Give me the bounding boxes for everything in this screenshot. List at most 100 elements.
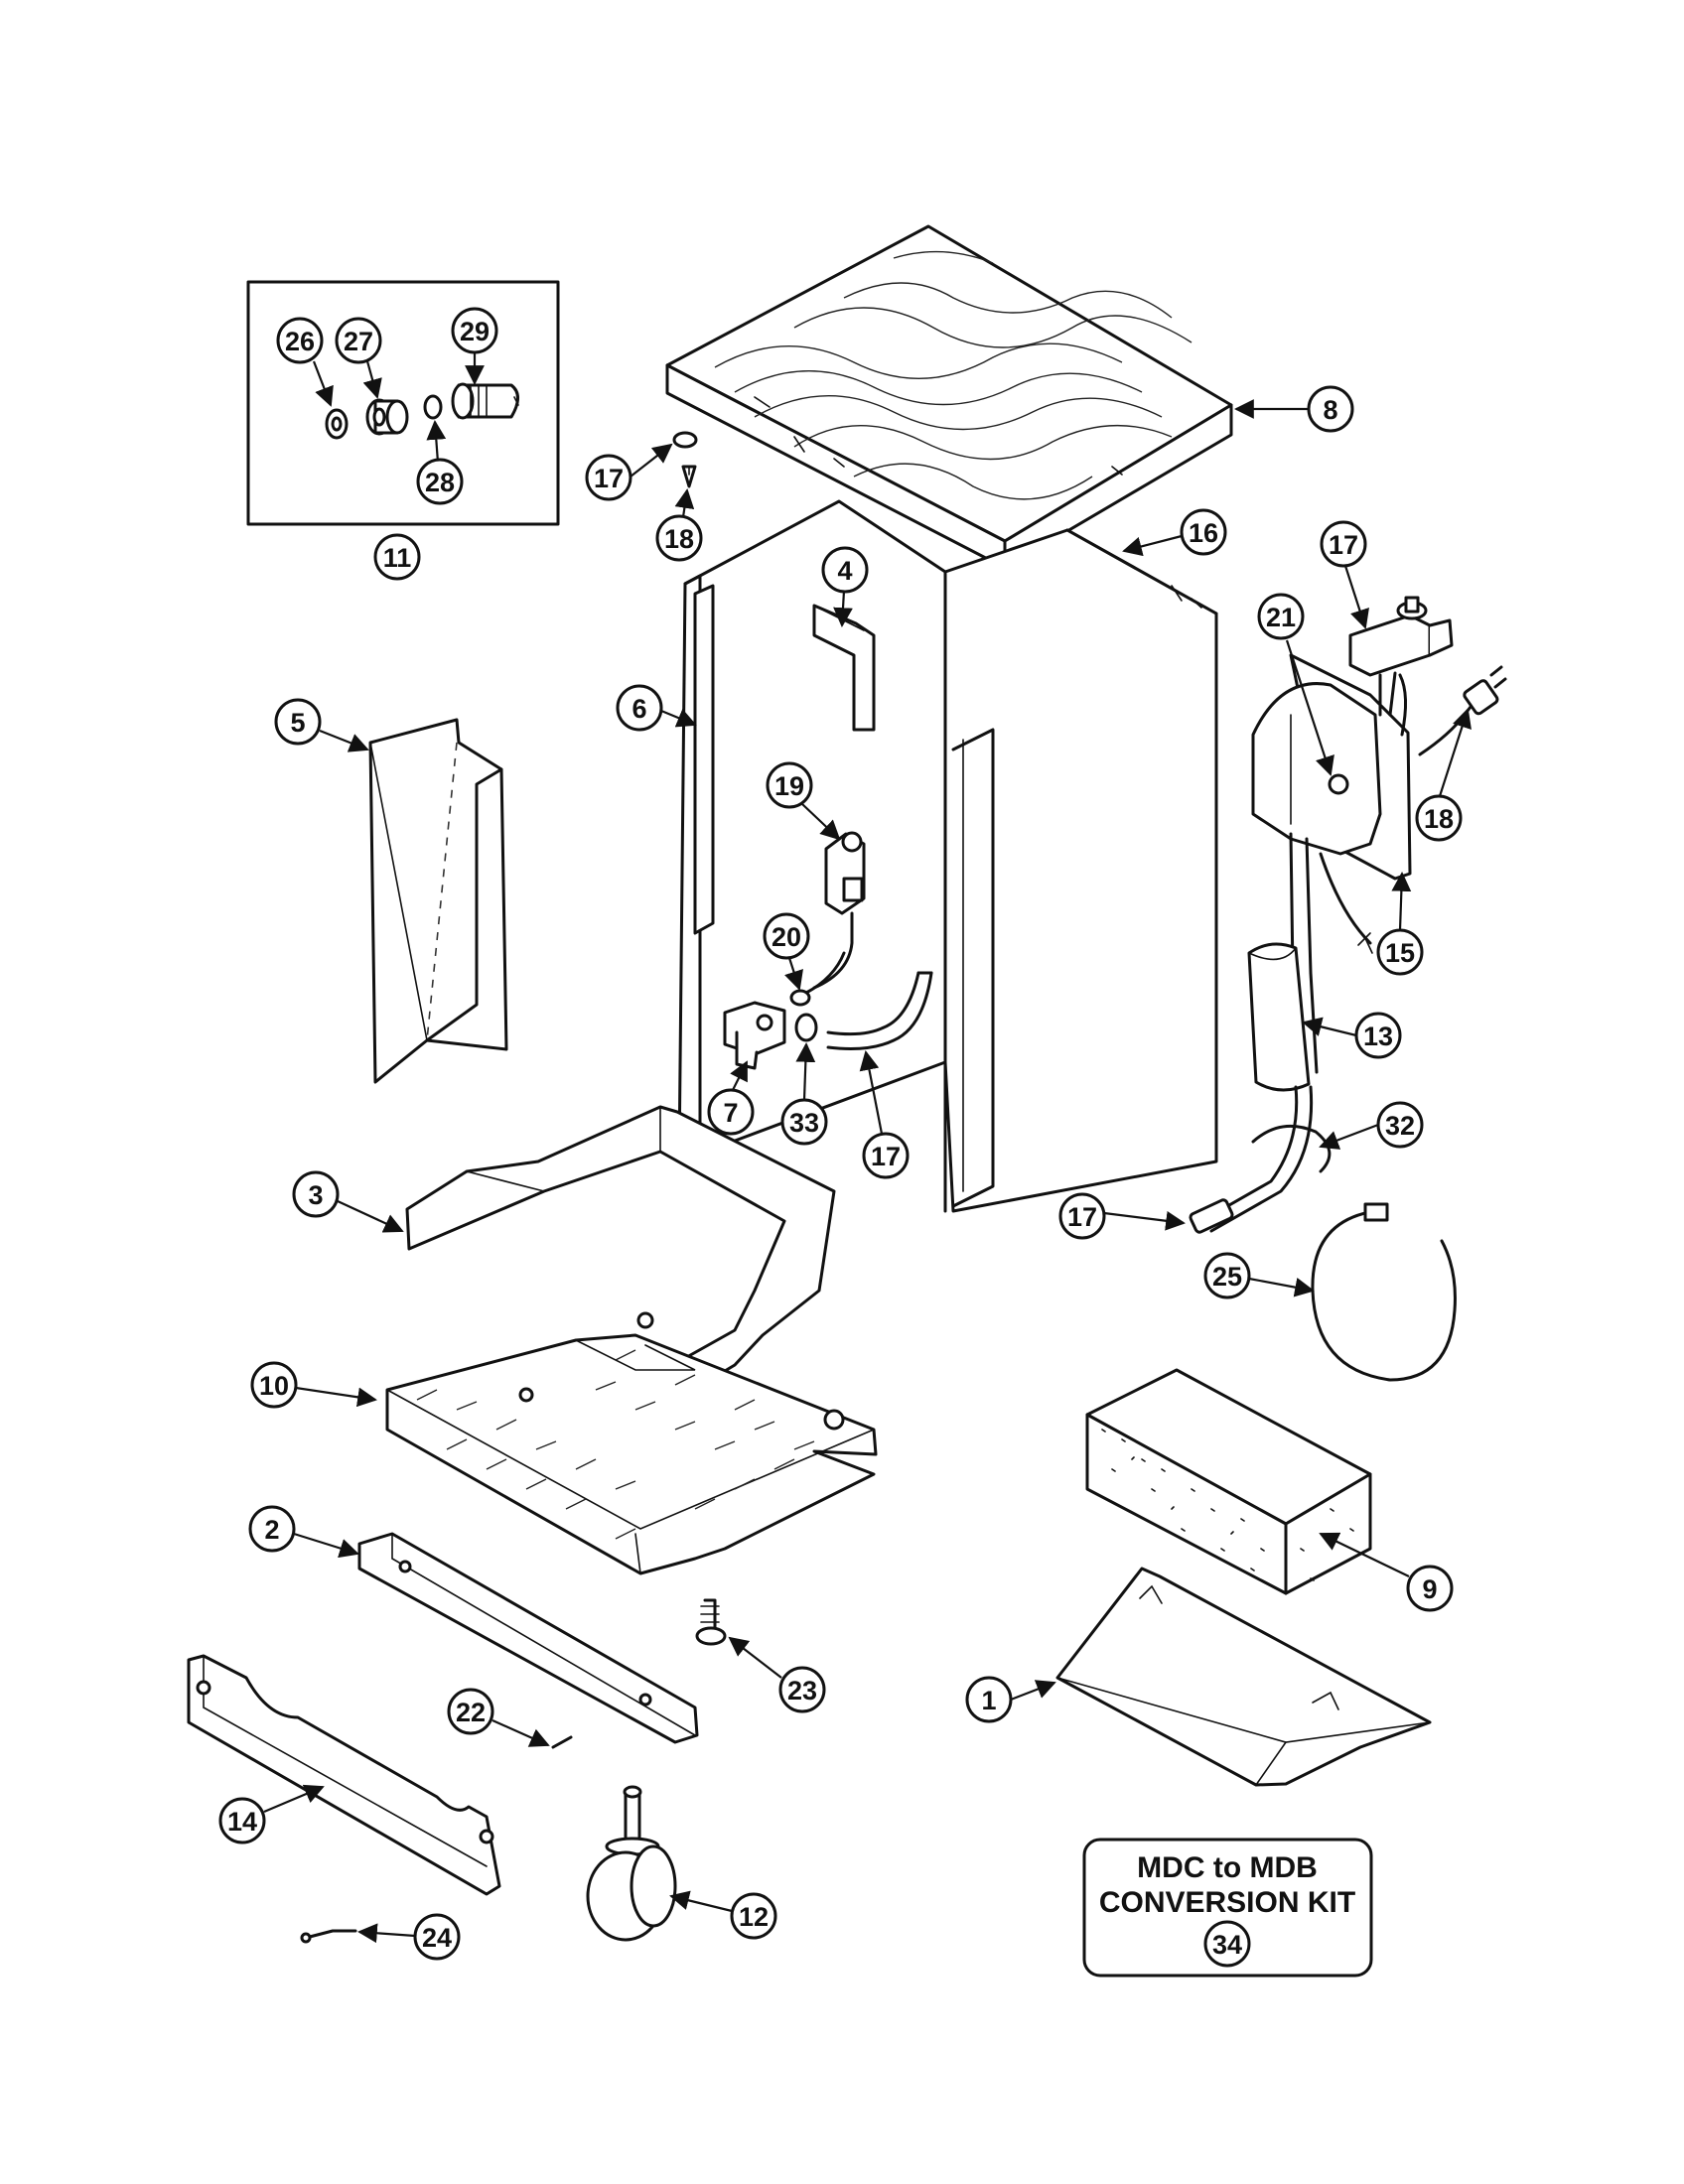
callout-18[interactable]: 18 [1415,708,1472,842]
part-22-fitting [789,989,811,1007]
part-14-toekick [187,1654,501,1896]
svg-text:14: 14 [227,1807,257,1837]
part-7-valve [723,1001,786,1070]
callout-20[interactable]: 18 [655,488,703,562]
kit-line-1: MDC to MDB [1137,1851,1318,1884]
part-8-top [665,224,1233,570]
svg-text:10: 10 [259,1371,289,1401]
callout-27[interactable]: 25 [1203,1252,1315,1299]
svg-text:24: 24 [422,1923,452,1953]
callout-22[interactable]: 20 [763,912,810,991]
part-24-screw [551,1735,573,1749]
callout-8[interactable]: 8 [1234,385,1354,433]
callout-15[interactable]: 15 [1376,872,1424,976]
kit-line-2: CONVERSION KIT [1099,1886,1355,1919]
callout-13[interactable]: 13 [1302,1012,1402,1059]
svg-text:21: 21 [1266,603,1296,632]
callout-31[interactable]: 29 [451,307,498,385]
part-16-cabinet [677,499,1218,1213]
part-12-caster [586,1785,677,1942]
callout-28[interactable]: 26 [276,317,334,407]
callout-3[interactable]: 3 [292,1170,404,1233]
svg-text:19: 19 [774,771,804,801]
part-4-bracket [812,604,876,732]
svg-text:9: 9 [1422,1574,1437,1604]
part-17-valve-upper [1348,596,1454,677]
svg-text:4: 4 [837,556,852,586]
svg-text:17: 17 [1067,1202,1097,1232]
callout-5[interactable]: 5 [274,698,369,752]
callout-17-lower[interactable]: 17 [1058,1192,1186,1240]
callout-33[interactable]: 33 [780,1042,828,1146]
part-25-screw [695,1598,727,1646]
callout-21[interactable]: 19 [766,761,841,841]
part-23-button [1328,773,1349,795]
svg-text:18: 18 [664,524,694,554]
svg-text:32: 32 [1385,1111,1415,1141]
svg-text:22: 22 [456,1698,486,1727]
part-18-plug [1418,665,1507,756]
part-33-washer [794,1013,818,1042]
svg-text:2: 2 [264,1515,279,1545]
callout-26[interactable]: 24 [357,1913,461,1961]
svg-text:6: 6 [632,694,646,724]
part-21-switch [824,831,866,915]
callout-7[interactable]: 7 [707,1060,755,1136]
callout-14[interactable]: 14 [218,1784,325,1844]
svg-text:3: 3 [308,1180,323,1210]
svg-text:29: 29 [460,317,490,346]
callout-11[interactable]: 11 [373,533,421,581]
svg-text:15: 15 [1385,938,1415,968]
callout-2[interactable]: 2 [248,1505,359,1559]
svg-text:18: 18 [1424,804,1454,834]
callout-10[interactable]: 10 [250,1361,377,1409]
callout-29[interactable]: 27 [335,317,382,399]
callout-1[interactable]: 1 [965,1676,1056,1723]
part-19-cap [672,431,698,449]
svg-text:8: 8 [1323,395,1337,425]
svg-text:13: 13 [1363,1022,1393,1051]
svg-text:1: 1 [981,1686,996,1715]
callout-9[interactable]: 9 [1319,1532,1454,1612]
svg-text:27: 27 [344,327,373,356]
part-9-foam [1085,1368,1372,1595]
callout-23[interactable]: 21 [1257,593,1334,776]
part-6-rail [693,584,715,935]
part-27-tie [1311,1202,1457,1382]
callout-16[interactable]: 16 [1122,508,1227,557]
part-30-washer [423,394,443,420]
part-5-panel [368,718,508,1084]
callout-24[interactable]: 22 [447,1688,550,1747]
part-32-clamp [1251,1124,1332,1173]
callout-17-upper[interactable]: 17 [1320,520,1369,629]
callout-12[interactable]: 12 [669,1890,777,1940]
electrical-assembly [1189,596,1507,1234]
part-1-tray [1055,1567,1432,1787]
part-13-sleeve [1247,942,1311,1092]
kit-callout: 34 [1212,1930,1242,1960]
svg-text:17: 17 [871,1142,901,1171]
part-2-rail [357,1532,699,1744]
callout-19[interactable]: 17 [585,443,673,501]
svg-text:33: 33 [789,1108,819,1138]
part-20-screw [681,465,697,488]
part-26-clip [304,1929,357,1940]
callout-32[interactable]: 32 [1319,1101,1424,1150]
conversion-kit-box[interactable]: MDC to MDB CONVERSION KIT 34 [1082,1838,1373,1978]
callout-30[interactable]: 28 [416,420,464,505]
callout-4[interactable]: 4 [821,546,869,627]
callout-6[interactable]: 6 [616,684,697,732]
part-29-bushing [365,398,409,436]
svg-text:12: 12 [739,1902,769,1932]
svg-text:7: 7 [723,1098,738,1128]
svg-text:20: 20 [772,922,801,952]
inset-box [246,280,560,526]
part-31-knob [451,382,519,420]
part-10-base [385,1311,878,1575]
svg-text:17: 17 [1329,530,1358,560]
svg-text:23: 23 [787,1676,817,1706]
callout-17-mid[interactable]: 17 [859,1050,910,1179]
svg-text:16: 16 [1189,518,1218,548]
callout-25[interactable]: 23 [728,1636,826,1713]
